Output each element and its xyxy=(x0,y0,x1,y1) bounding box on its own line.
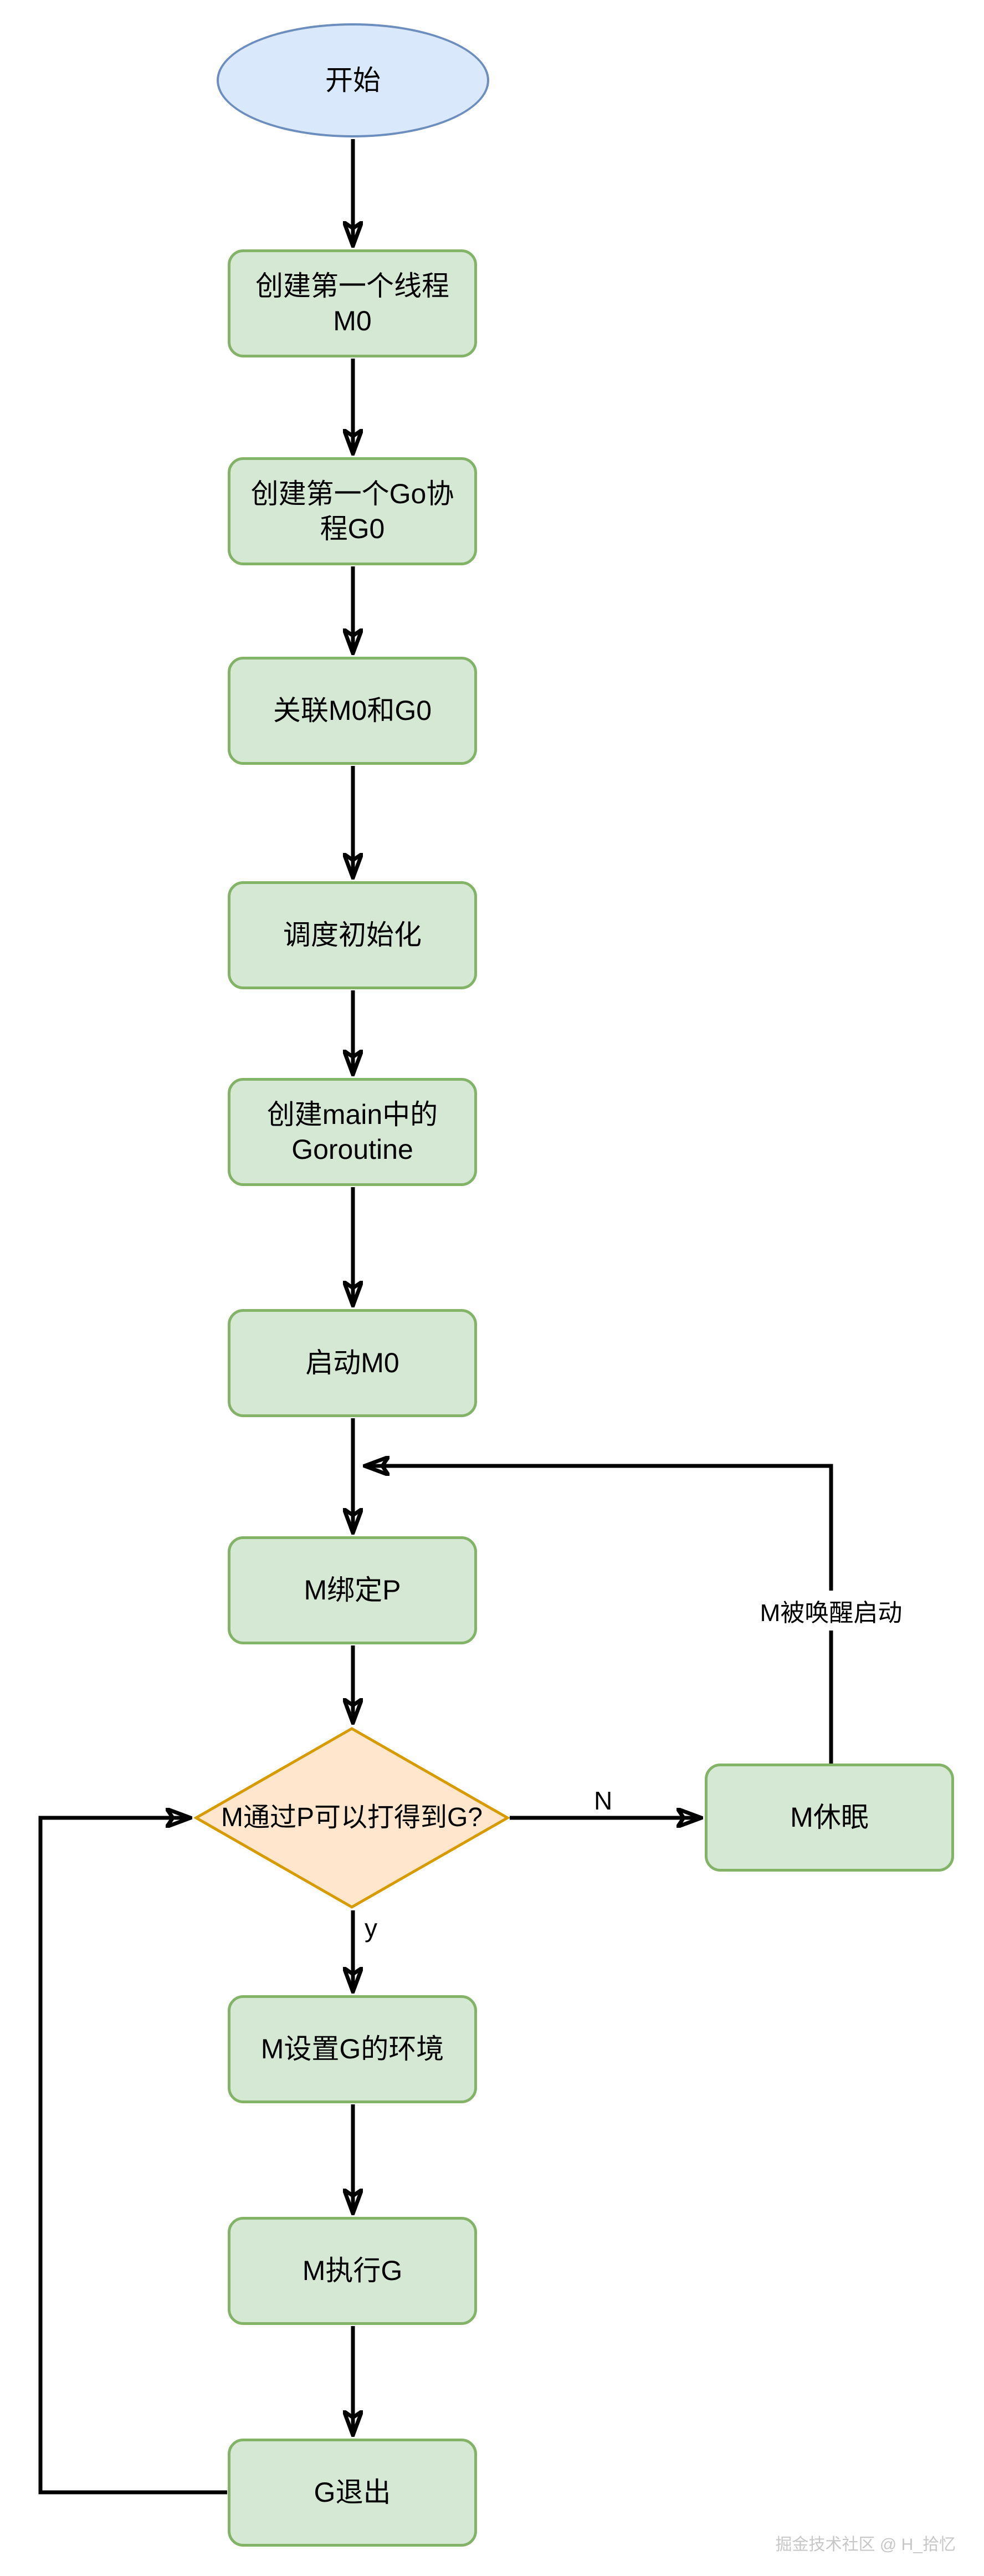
edge-gexit-decision-loop xyxy=(38,1818,227,2495)
node-m-sleep-label: M休眠 xyxy=(790,1802,869,1833)
node-create-g0-label: 创建第一个Go协程G0 xyxy=(250,478,454,544)
node-g-exit-label: G退出 xyxy=(314,2477,391,2508)
watermark: 掘金技术社区 @ H_拾忆 xyxy=(775,2536,956,2554)
node-create-m0-label: 创建第一个线程M0 xyxy=(255,270,449,336)
node-start-m0: 启动M0 xyxy=(228,1309,477,1417)
node-set-g-env-label: M设置G的环境 xyxy=(260,2033,444,2065)
node-link-m0-g0-label: 关联M0和G0 xyxy=(273,695,432,727)
node-decision-label: M通过P可以打得到G? xyxy=(221,1803,483,1832)
node-create-main-goroutine: 创建main中的Goroutine xyxy=(228,1078,477,1186)
edge-label-wakeup: M被唤醒启动 xyxy=(754,1591,908,1631)
node-run-g-label: M执行G xyxy=(302,2255,403,2287)
node-sched-init-label: 调度初始化 xyxy=(283,919,422,951)
node-start-label: 开始 xyxy=(325,64,381,96)
node-set-g-env: M设置G的环境 xyxy=(228,1995,477,2103)
edge-label-yes: y xyxy=(365,1914,377,1943)
node-sched-init: 调度初始化 xyxy=(228,881,477,989)
node-start-m0-label: 启动M0 xyxy=(305,1347,399,1379)
node-decision-diamond: M通过P可以打得到G? xyxy=(194,1726,510,1909)
node-run-g: M执行G xyxy=(228,2217,477,2325)
edge-label-no: N xyxy=(594,1786,613,1815)
decision-diamond-shape xyxy=(194,1727,510,1909)
node-create-main-goroutine-label: 创建main中的Goroutine xyxy=(266,1099,438,1165)
node-link-m0-g0: 关联M0和G0 xyxy=(228,657,477,765)
node-start: 开始 xyxy=(217,23,489,137)
node-bind-p-label: M绑定P xyxy=(304,1575,401,1606)
node-bind-p: M绑定P xyxy=(228,1536,477,1644)
node-create-m0: 创建第一个线程M0 xyxy=(228,249,477,357)
node-g-exit: G退出 xyxy=(228,2439,477,2547)
node-m-sleep: M休眠 xyxy=(705,1764,954,1872)
node-create-g0: 创建第一个Go协程G0 xyxy=(228,457,477,565)
